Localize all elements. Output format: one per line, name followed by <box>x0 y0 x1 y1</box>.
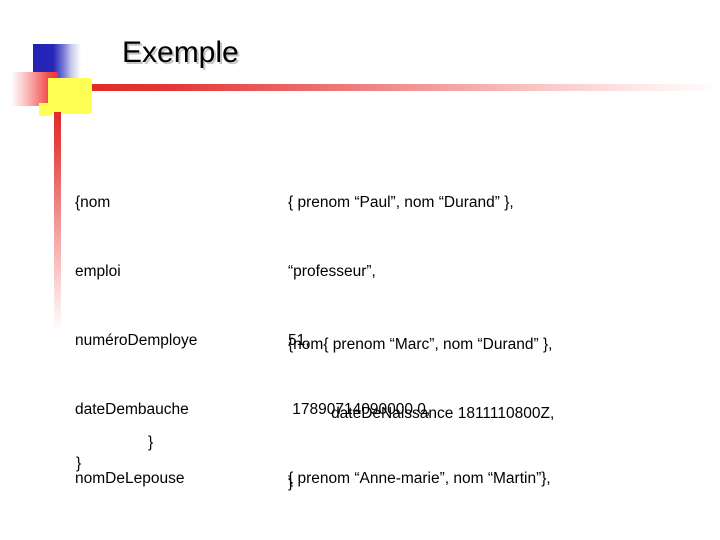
right-text-column-children: {nom{ prenom “Marc”, nom “Durand” }, dat… <box>288 287 580 540</box>
left-line: emploi <box>75 263 121 280</box>
right-line: { prenom “Anne-marie”, nom “Martin”}, <box>288 470 551 487</box>
right-line: } <box>288 474 294 491</box>
closing-brace-inner: } <box>148 434 154 451</box>
decor-vertical-rule <box>54 112 61 334</box>
left-line: {nom <box>75 194 111 211</box>
closing-brace-outer: } <box>76 455 82 472</box>
decor-horizontal-rule <box>92 84 720 91</box>
left-line: enfants{ <box>75 536 197 540</box>
decor-yellow-block <box>48 78 92 114</box>
right-line: 17890714090000.0, <box>288 401 431 418</box>
right-line: dateDeNaissance 1811110800Z, <box>288 405 555 422</box>
left-line: nomDeLepouse <box>75 470 185 487</box>
right-line: “professeur”, <box>288 263 376 280</box>
decor-yellow-tab <box>39 103 52 116</box>
left-text-column: {nom emploi numéroDemploye dateDembauche… <box>75 145 197 540</box>
left-line: dateDembauche <box>75 401 189 418</box>
right-line: 51, <box>288 332 310 349</box>
right-text-column-values: { prenom “Paul”, nom “Durand” }, “profes… <box>288 145 551 536</box>
slide-title: Exemple <box>122 36 239 69</box>
left-line: numéroDemploye <box>75 332 198 349</box>
right-line: { prenom “Paul”, nom “Durand” }, <box>288 194 514 211</box>
right-line: {nom{ prenom “Marc”, nom “Durand” }, <box>288 336 553 353</box>
